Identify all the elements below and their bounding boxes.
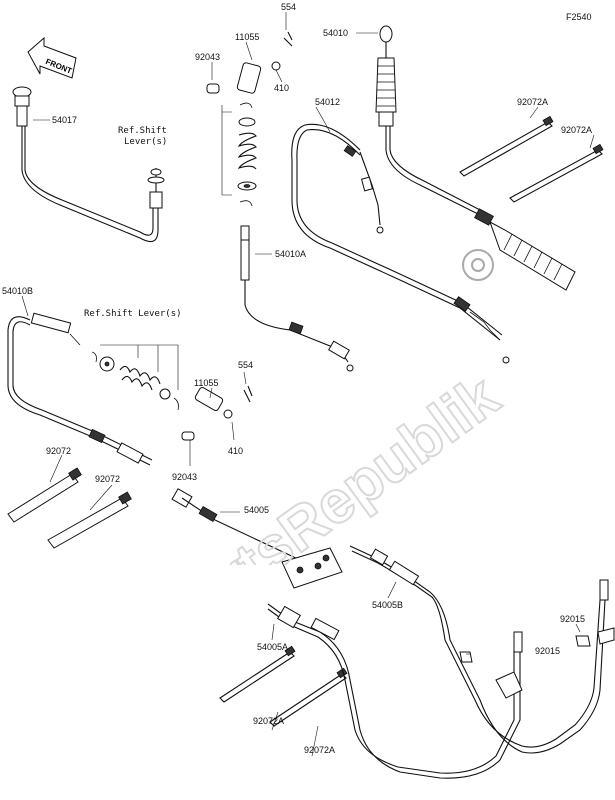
ref-shift-lever-mid: Ref.Shift Lever(s) — [84, 309, 182, 319]
cable-54005-assembly — [171, 488, 615, 779]
label-54017[interactable]: 54017 — [52, 115, 78, 125]
label-92015-2[interactable]: 92015 — [535, 646, 561, 656]
label-54005[interactable]: 54005 — [244, 505, 270, 515]
label-92072A-4[interactable]: 92072A — [304, 745, 336, 755]
cable-54017 — [12, 86, 165, 243]
label-92072-1[interactable]: 92072 — [46, 446, 72, 456]
label-11055-top[interactable]: 11055 — [235, 32, 260, 42]
label-11055-mid[interactable]: 11055 — [194, 378, 219, 388]
shift-lever-stack-top — [206, 31, 293, 207]
cable-tie-92072 — [7, 467, 132, 549]
label-92072A-1[interactable]: 92072A — [517, 97, 549, 107]
label-54010B[interactable]: 54010B — [2, 286, 34, 296]
label-54005B[interactable]: 54005B — [372, 600, 404, 610]
label-54012[interactable]: 54012 — [315, 97, 341, 107]
cable-tie-92072A-top — [459, 115, 604, 203]
label-92015-1[interactable]: 92015 — [560, 614, 586, 624]
label-554-top[interactable]: 554 — [281, 2, 297, 12]
cable-54010A — [240, 225, 354, 372]
label-54010A[interactable]: 54010A — [275, 249, 307, 259]
shift-lever-stack-mid — [91, 344, 253, 441]
label-92043-top[interactable]: 92043 — [195, 52, 221, 62]
ref-shift-lever-top-line2: Lever(s) — [124, 137, 168, 147]
ref-shift-lever-top-line1: Ref.Shift — [118, 126, 167, 136]
gear-icon — [462, 249, 494, 281]
label-54010[interactable]: 54010 — [323, 28, 349, 38]
front-arrow-icon: FRONT — [27, 36, 77, 79]
cable-54012 — [291, 123, 510, 364]
label-410-mid[interactable]: 410 — [228, 446, 244, 456]
leader-lines — [21, 12, 595, 757]
label-92072A-3[interactable]: 92072A — [253, 716, 285, 726]
cable-54010 — [375, 25, 576, 291]
figure-code: F2540 — [566, 12, 592, 22]
label-410-top[interactable]: 410 — [274, 83, 290, 93]
label-92072A-2[interactable]: 92072A — [561, 125, 593, 135]
label-54005A[interactable]: 54005A — [257, 642, 289, 652]
label-92043-mid[interactable]: 92043 — [172, 472, 198, 482]
label-554-mid[interactable]: 554 — [238, 360, 254, 370]
label-92072-2[interactable]: 92072 — [95, 474, 121, 484]
cable-54010B — [7, 312, 153, 466]
cable-tie-92072A-bottom — [219, 645, 348, 727]
